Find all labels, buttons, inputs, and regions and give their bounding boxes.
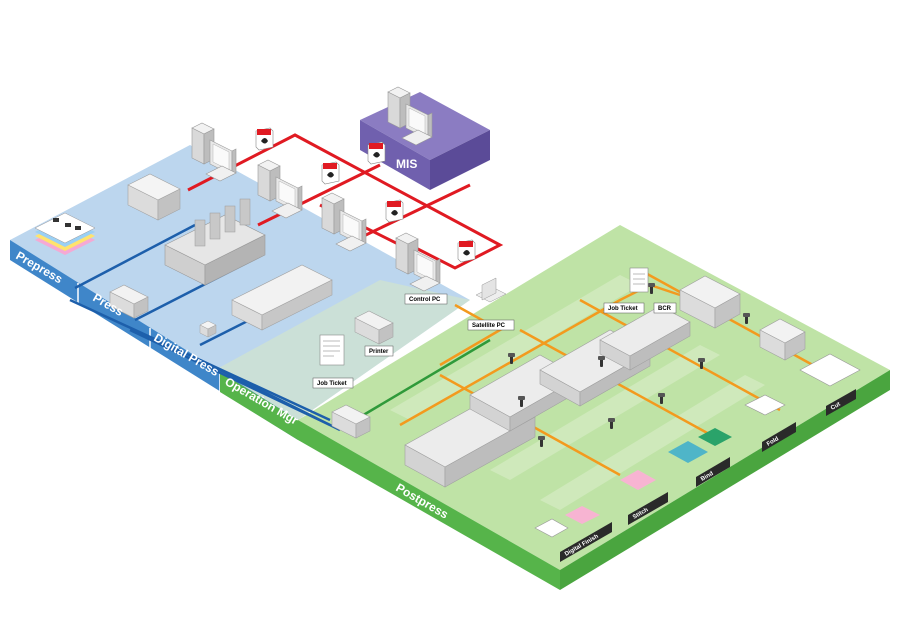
callout-satellite-pc: Satellite PC (467, 319, 515, 331)
cutter-icon (759, 318, 806, 361)
svg-text:BCR: BCR (658, 306, 672, 312)
pc-icon (475, 277, 507, 303)
svg-text:Fold: Fold (766, 436, 780, 448)
offset-press-icon (164, 198, 266, 286)
green-network-lines (354, 338, 491, 422)
digital-press-icon (231, 264, 333, 331)
cutter-icon (679, 275, 741, 329)
platesetter-icon (127, 173, 181, 221)
paper-stack-icon (629, 267, 649, 293)
paper-stack-icon (534, 353, 861, 538)
blue-network-lines (69, 223, 341, 432)
svg-text:Control PC: Control PC (409, 297, 441, 303)
paper-stack-icon (319, 334, 345, 366)
svg-text:Job Ticket: Job Ticket (608, 306, 638, 312)
jdf-badge-icon (457, 239, 476, 263)
jdf-badge-icon (321, 161, 340, 185)
press-devices (109, 159, 340, 319)
mis-label: MIS (396, 157, 417, 171)
prepress-devices (34, 122, 274, 255)
paper-stack-icon (34, 212, 96, 255)
callout-printer: Printer (364, 345, 394, 357)
digital-press-devices (199, 192, 404, 338)
callout-control-pc: Control PC (404, 293, 448, 305)
postpress-devices (404, 267, 861, 538)
svg-text:Printer: Printer (369, 349, 389, 355)
jdf-badge-icon (367, 141, 386, 165)
callout-bcr: BCR (653, 302, 677, 314)
operation-devices (319, 141, 507, 439)
svg-text:Cut: Cut (830, 402, 842, 412)
svg-text:Satellite PC: Satellite PC (472, 323, 506, 329)
callout-job-ticket-right: Job Ticket (603, 302, 645, 314)
mis-box: MIS (360, 86, 490, 190)
station-tag-cut: Cut (826, 389, 856, 416)
folder-machine-icon (599, 305, 691, 371)
station-tag-fold: Fold (762, 422, 796, 452)
callout-job-ticket-left: Job Ticket (312, 377, 354, 389)
jdf-badge-icon (255, 127, 274, 151)
svg-text:Job Ticket: Job Ticket (317, 381, 347, 387)
jdf-badge-icon (385, 199, 404, 223)
device-callouts: Control PC Satellite PC Printer Job Tick… (312, 293, 677, 389)
